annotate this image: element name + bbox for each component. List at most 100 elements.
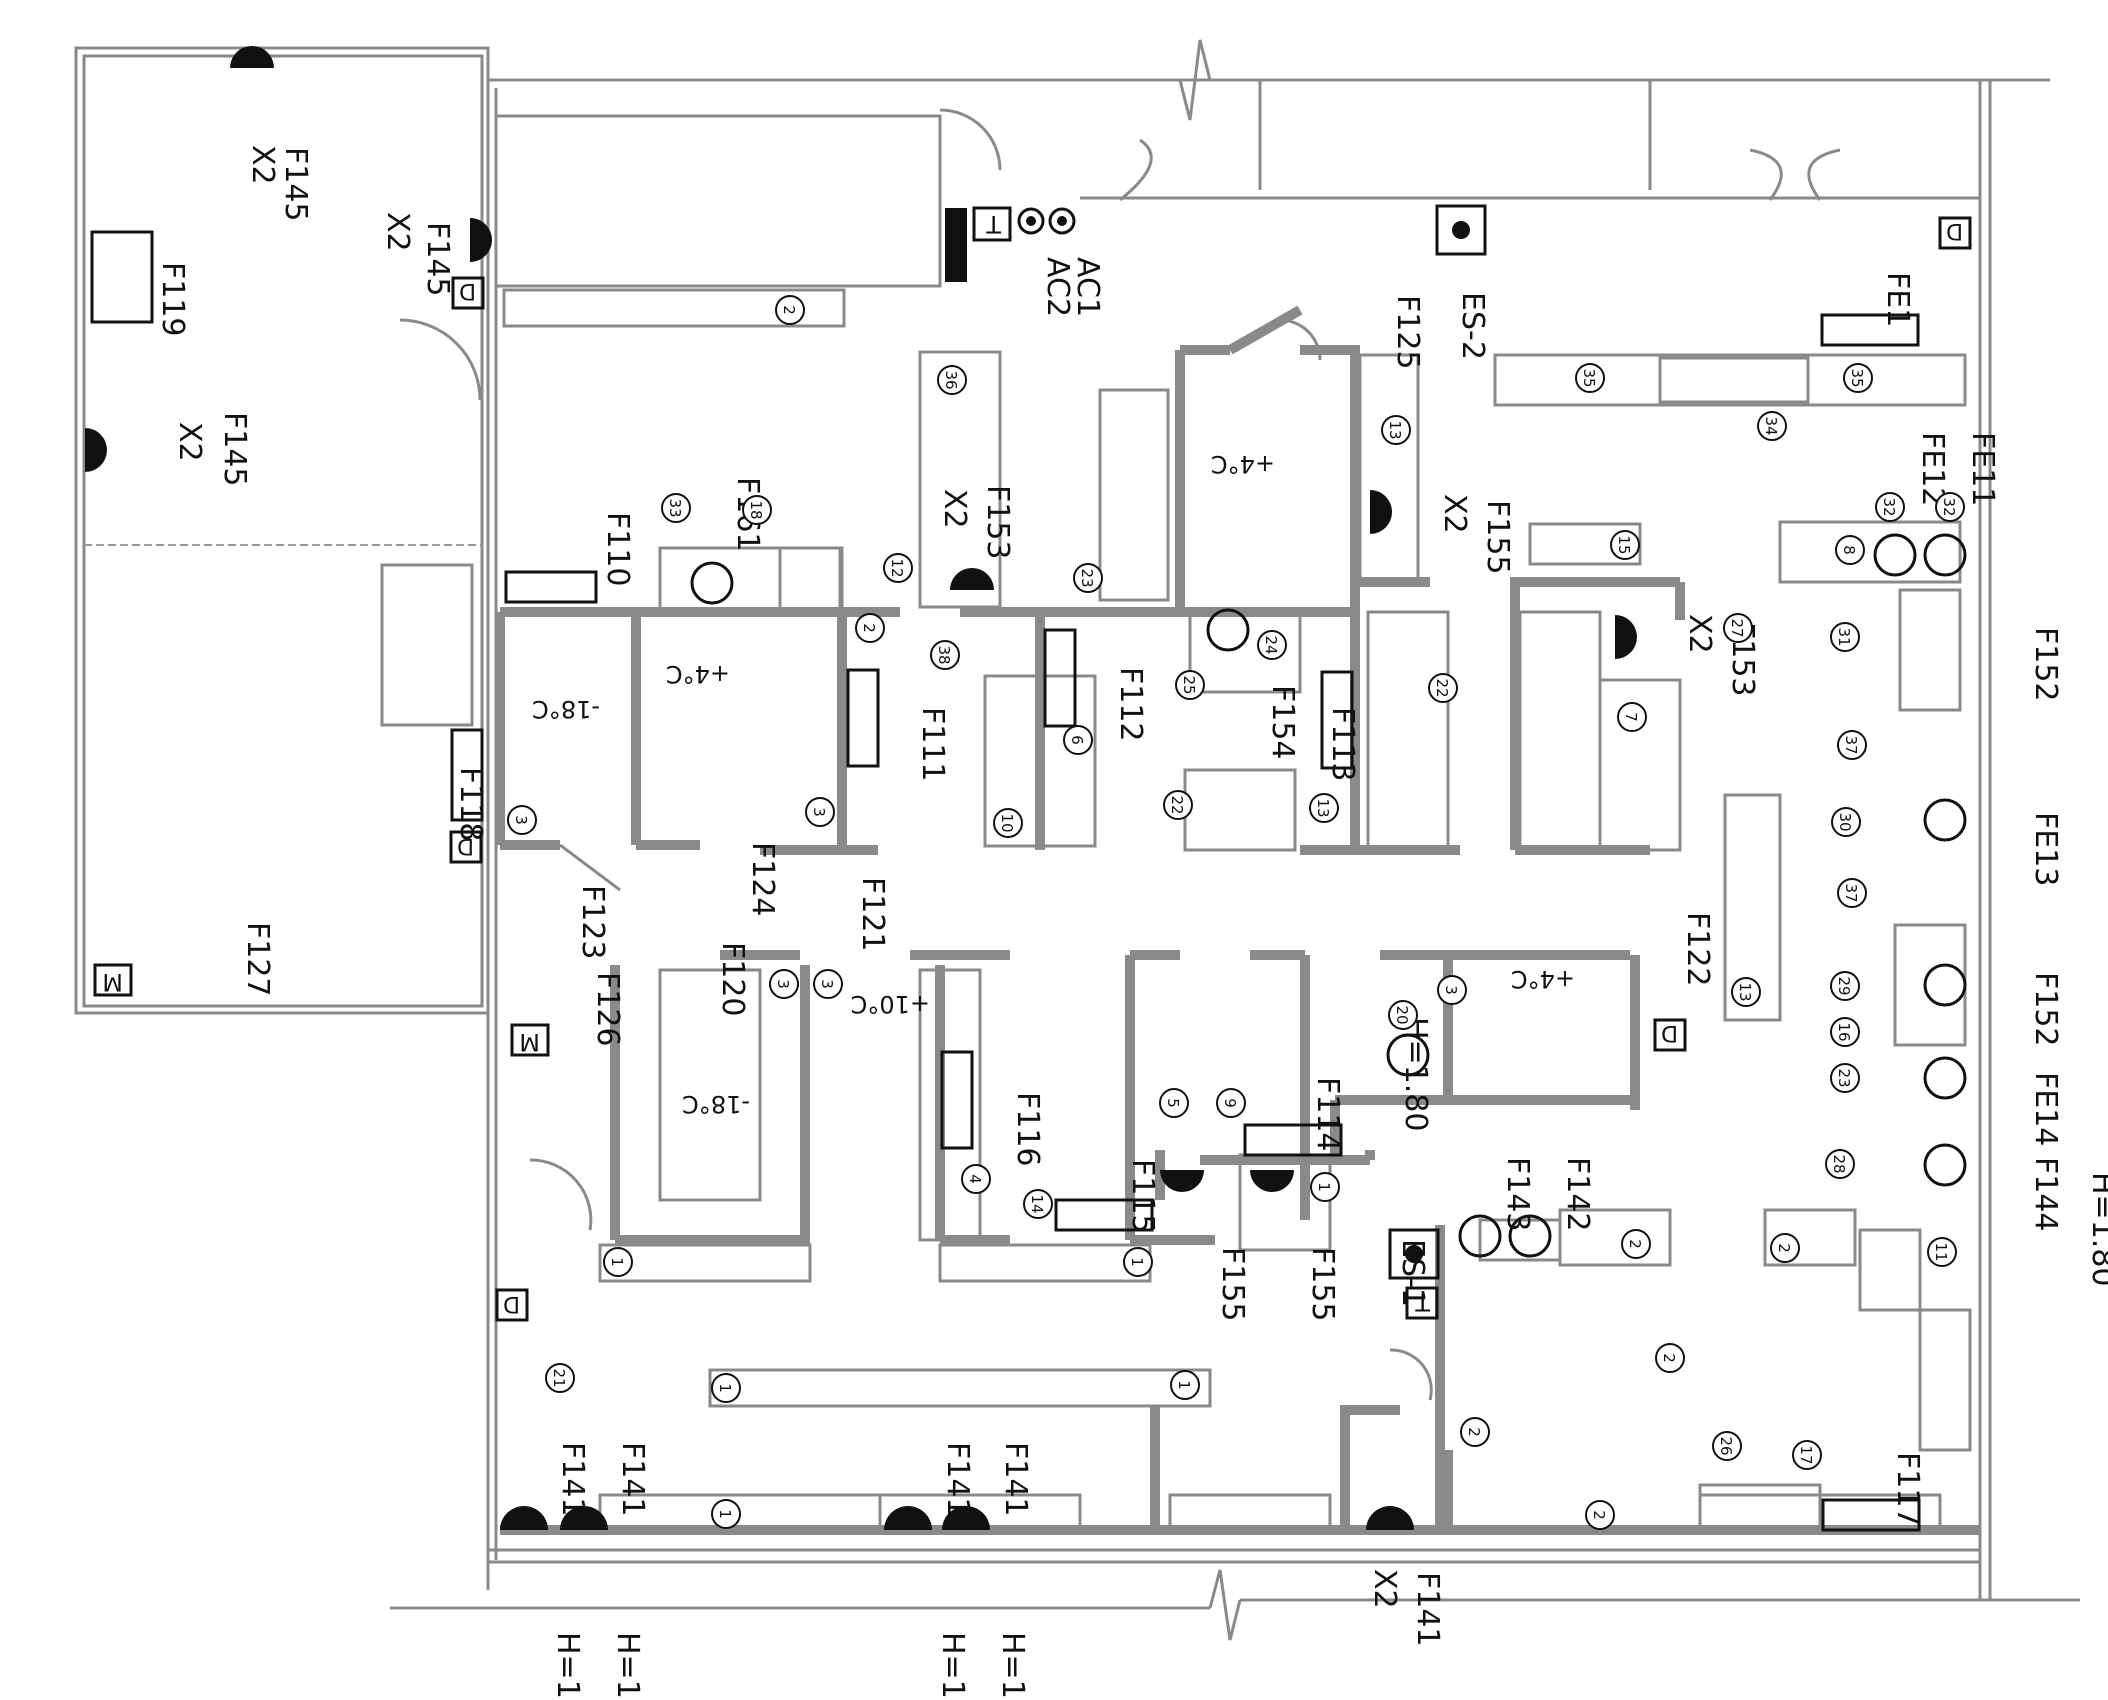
equipment-number-label: 10: [998, 813, 1016, 832]
equipment-number-circle: [603, 1247, 633, 1277]
equipment-number-label: 25: [1180, 675, 1198, 694]
equipment-number-label: 27: [1728, 618, 1746, 637]
tag-es2: ES-2: [1455, 292, 1490, 360]
equipment-number-label: 38: [935, 645, 953, 664]
room-temperatures: -18°C +4°C +4°C -18°C +10°C +4°C: [532, 450, 1575, 1118]
equipment-number-circle: [769, 969, 799, 999]
equipment-number-label: 5: [1164, 1098, 1182, 1108]
equipment-number-label: 22: [1433, 678, 1451, 697]
equipment-number-label: 13: [1314, 798, 1332, 817]
equipment-number-circle: [1310, 1172, 1340, 1202]
tag-f110: F110: [600, 512, 635, 587]
equipment-number-circle: [1830, 1063, 1860, 1093]
equipment-number-circle: [1163, 790, 1193, 820]
equipment-number-label: 31: [1835, 627, 1853, 646]
tag-x2-f141: X2: [1367, 1569, 1402, 1609]
cooler-2-temp: +4°C: [1211, 450, 1275, 478]
equipment-number-circle: [1023, 1189, 1053, 1219]
equipment-number-label: 14: [1028, 1194, 1046, 1213]
equipment-number-circle: [1825, 1149, 1855, 1179]
tag-f144: F144: [2028, 1157, 2063, 1232]
tag-f145-mid: F145: [420, 222, 455, 297]
tag-f126: F126: [590, 972, 625, 1047]
cooler-4-temp: +4°C: [1511, 965, 1575, 993]
cooler-3-temp: +10°C: [851, 990, 930, 1018]
tag-f155-b: F155: [1215, 1247, 1250, 1322]
equipment-number-label: 33: [666, 498, 684, 517]
equipment-number-circle: [1617, 702, 1647, 732]
equipment-number-circle: [1837, 730, 1867, 760]
door-swings: [399, 108, 1433, 1401]
equipment-number-label: 28: [1830, 1154, 1848, 1173]
equipment-number-label: 8: [1840, 545, 1858, 555]
tag-f123: F123: [575, 885, 610, 960]
equipment-number-label: 17: [1797, 1445, 1815, 1464]
tag-f141-d: F141: [998, 1442, 1033, 1517]
equipment-number-label: 2: [1775, 1243, 1793, 1253]
tag-f155-a: F155: [1480, 500, 1515, 575]
equipment-number-circle: [1830, 622, 1860, 652]
equipment-number-circle: [883, 553, 913, 583]
letter-d-c: D: [457, 833, 474, 858]
equipment-number-circle: [993, 808, 1023, 838]
tag-h180-d: H=1.80: [995, 1632, 1030, 1700]
equipment-number-circle: [1837, 878, 1867, 908]
equipment-number-label: 23: [1835, 1068, 1853, 1087]
equipment-number-circle: [711, 1499, 741, 1529]
equipment-number-label: 24: [1262, 635, 1280, 654]
tag-f125: F125: [1390, 295, 1425, 370]
tag-f111: F111: [915, 707, 950, 782]
equipment-number-circle: [711, 1373, 741, 1403]
equipment-number-label: 3: [818, 979, 836, 989]
equipment-number-label: 4: [966, 1174, 984, 1184]
tag-f153-a: F153: [980, 485, 1015, 560]
tag-h180-right: H=1.80: [2085, 1172, 2108, 1287]
letter-d-e: D: [503, 1291, 520, 1316]
equipment-number-label: 35: [1580, 368, 1598, 387]
equipment-number-label: 1: [716, 1383, 734, 1393]
tag-ac2: AC2: [1040, 257, 1075, 317]
letter-d-b: D: [459, 278, 476, 303]
equipment-number-circle: [1170, 1370, 1200, 1400]
equipment-number-circle: [1712, 1431, 1742, 1461]
letter-d-a: D: [1946, 218, 1963, 243]
equipment-number-label: 26: [1717, 1436, 1735, 1455]
tag-x2-low: X2: [172, 422, 207, 462]
equipment-number-circle: [1830, 971, 1860, 1001]
tag-f124: F124: [745, 842, 780, 917]
equipment-number-circle: [1175, 670, 1205, 700]
equipment-number-label: 6: [1068, 735, 1086, 745]
equipment-number-circle: [1460, 1417, 1490, 1447]
equipment-number-label: 2: [1590, 1510, 1608, 1520]
equipment-number-circle: [775, 295, 805, 325]
equipment-number-circle: [930, 640, 960, 670]
equipment-number-circle: [1927, 1237, 1957, 1267]
tag-fe1: FE1: [1880, 272, 1915, 327]
equipment-number-label: 2: [780, 305, 798, 315]
equipment-number-circle: [545, 1363, 575, 1393]
equipment-number-label: 22: [1168, 795, 1186, 814]
tag-f141-b: F141: [615, 1442, 650, 1517]
equipment-number-label: 37: [1842, 735, 1860, 754]
equipment-number-circle: [1309, 793, 1339, 823]
equipment-number-label: 3: [774, 979, 792, 989]
equipment-number-circle: [937, 365, 967, 395]
equipment-number-circle: [961, 1164, 991, 1194]
tag-x2-top: X2: [245, 145, 280, 185]
equipment-number-label: 13: [1386, 420, 1404, 439]
equipment-number-circle: [1428, 673, 1458, 703]
tag-h180-a: H=1.80: [550, 1632, 585, 1700]
equipment-number-label: 3: [1442, 985, 1460, 995]
tag-f145-low: F145: [217, 412, 252, 487]
letter-d-d: D: [1661, 1020, 1678, 1045]
tag-x2-mid: X2: [380, 212, 415, 252]
tag-h180-c: H=1.80: [935, 1632, 970, 1700]
equipment-number-circle: [1585, 1500, 1615, 1530]
tag-f113: F113: [1325, 707, 1360, 782]
tag-h180-b: H=1.80: [610, 1632, 645, 1700]
equipment-number-label: 11: [1932, 1242, 1950, 1261]
equipment-number-label: 2: [1660, 1353, 1678, 1363]
equipment-number-label: 32: [1880, 497, 1898, 516]
